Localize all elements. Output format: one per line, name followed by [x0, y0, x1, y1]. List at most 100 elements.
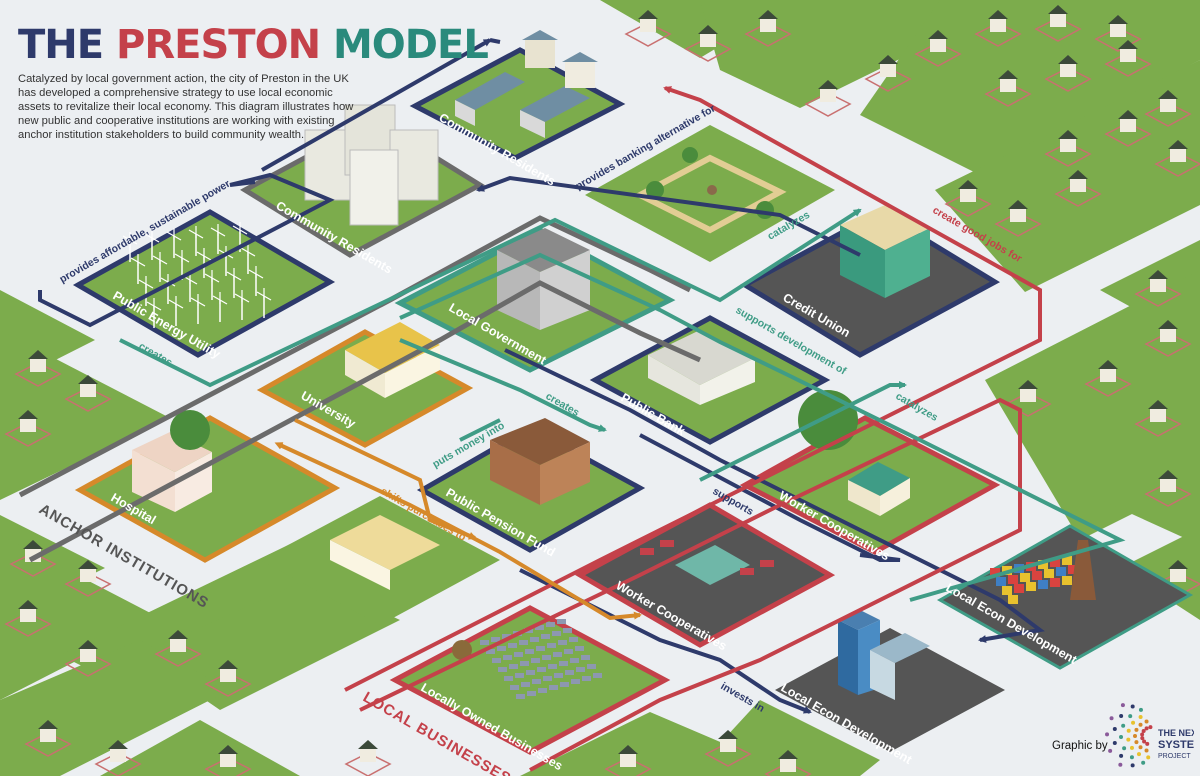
solar-panel-icon: [570, 658, 579, 663]
solar-panel-icon: [553, 652, 562, 657]
solar-panel-icon: [516, 694, 525, 699]
container-icon: [1050, 558, 1060, 567]
solar-panel-icon: [587, 664, 596, 669]
house-icon: [804, 80, 852, 117]
tile-public-bank: [589, 315, 831, 445]
wind-turbine-icon: [226, 268, 242, 298]
solar-panel-icon: [491, 637, 500, 642]
house-icon: [1144, 320, 1192, 357]
wind-turbine-icon: [190, 294, 206, 324]
solar-panel-icon: [535, 625, 544, 630]
solar-panel-icon: [510, 685, 519, 690]
tile-park: [585, 125, 835, 262]
container-icon: [1008, 595, 1018, 604]
house-icon: [204, 745, 252, 776]
solar-panel-icon: [559, 661, 568, 666]
solar-panel-icon: [526, 670, 535, 675]
container-icon: [1062, 576, 1072, 585]
house-icon: [1134, 270, 1182, 307]
tile-local-econ-a: [936, 524, 1194, 670]
solar-panel-icon: [563, 628, 572, 633]
house-icon: [24, 720, 72, 757]
container-icon: [1038, 560, 1048, 569]
house-icon: [1104, 40, 1152, 77]
solar-panel-icon: [543, 676, 552, 681]
wind-turbine-icon: [212, 292, 228, 322]
house-icon: [1094, 15, 1142, 52]
solar-panels: [480, 619, 602, 699]
next-system-project-logo-icon: THE NEXT SYSTEM PROJECT: [1105, 703, 1194, 768]
tile-worker-coop-a: [739, 390, 1001, 555]
solar-panel-icon: [569, 637, 578, 642]
house-icon: [94, 740, 142, 776]
svg-text:PROJECT: PROJECT: [1158, 753, 1191, 760]
solar-panel-icon: [546, 622, 555, 627]
house-icon: [344, 740, 392, 776]
container-icon: [1068, 565, 1078, 574]
container-icon: [1038, 580, 1048, 589]
solar-panel-icon: [571, 679, 580, 684]
container-icon: [1032, 571, 1042, 580]
wind-turbine-icon: [240, 244, 256, 274]
solar-panel-icon: [532, 679, 541, 684]
house-icon: [4, 410, 52, 447]
house-icon: [604, 745, 652, 776]
solar-panel-icon: [576, 667, 585, 672]
tile-locally-owned: [389, 605, 671, 755]
house-icon: [1034, 5, 1082, 42]
house-icon: [1044, 55, 1092, 92]
house-icon: [1154, 140, 1200, 177]
house-icon: [684, 25, 732, 62]
solar-panel-icon: [480, 640, 489, 645]
container-icon: [1020, 573, 1030, 582]
house-icon: [974, 10, 1022, 47]
house-icon: [1044, 130, 1092, 167]
wind-turbine-icon: [130, 254, 146, 284]
solar-panel-icon: [525, 649, 534, 654]
title-word-2: PRESTON: [116, 22, 321, 68]
house-icon: [154, 630, 202, 667]
container-icon: [1002, 586, 1012, 595]
solar-panel-icon: [492, 658, 501, 663]
solar-panel-icon: [537, 667, 546, 672]
houses-layer: [4, 5, 1200, 776]
house-icon: [204, 660, 252, 697]
house-icon: [1084, 360, 1132, 397]
title-word-1: THE: [18, 22, 104, 68]
solar-panel-icon: [498, 667, 507, 672]
solar-panel-icon: [593, 673, 602, 678]
house-icon: [764, 750, 812, 776]
container-icon: [1062, 556, 1072, 565]
title-word-3: MODEL: [332, 22, 489, 68]
page-title: THE PRESTON MODEL: [18, 22, 489, 68]
wind-turbine-icon: [168, 296, 184, 326]
flow-label-creates-a: creates: [137, 340, 175, 369]
solar-panel-icon: [514, 652, 523, 657]
solar-panel-icon: [538, 688, 547, 693]
solar-panel-icon: [582, 676, 591, 681]
container-icon: [1044, 569, 1054, 578]
house-icon: [64, 640, 112, 677]
solar-panel-icon: [504, 676, 513, 681]
tile-university: [256, 322, 474, 448]
solar-panel-icon: [560, 682, 569, 687]
solar-panel-icon: [497, 646, 506, 651]
house-icon: [1134, 400, 1182, 437]
solar-panel-icon: [503, 655, 512, 660]
wind-turbine-icon: [256, 288, 272, 318]
solar-panel-icon: [508, 643, 517, 648]
house-icon: [64, 375, 112, 412]
house-icon: [994, 200, 1042, 237]
house-icon: [14, 350, 62, 387]
solar-panel-icon: [530, 637, 539, 642]
solar-panel-icon: [520, 661, 529, 666]
solar-panel-icon: [548, 664, 557, 669]
wind-turbine-icon: [122, 232, 138, 262]
tile-credit-union: [739, 205, 1001, 358]
houses-block-left: [0, 330, 170, 500]
wind-turbine-icon: [248, 266, 264, 296]
container-icon: [996, 577, 1006, 586]
wind-turbine-icon: [204, 270, 220, 300]
